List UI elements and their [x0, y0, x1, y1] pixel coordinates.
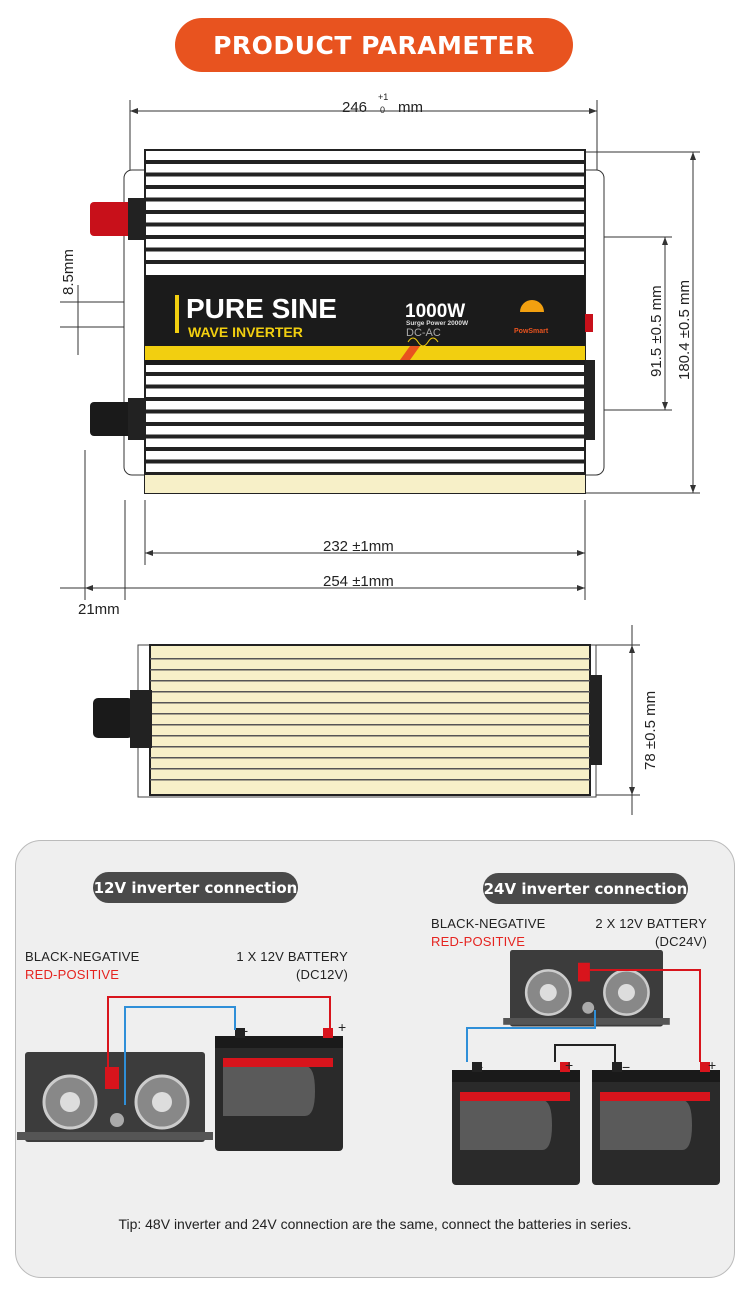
- pill-24v-connection: 24V inverter connection: [483, 873, 688, 904]
- svg-text:mm: mm: [398, 99, 423, 116]
- fin: [150, 669, 590, 671]
- page-title: PRODUCT PARAMETER: [175, 18, 573, 72]
- height-dimension: 78 ±0.5 mm: [642, 691, 659, 770]
- fin: [145, 172, 585, 177]
- fin: [145, 422, 585, 426]
- brand-logo: PowSmart: [514, 328, 549, 335]
- fin: [145, 397, 585, 401]
- fin: [150, 691, 590, 693]
- pill-12v-connection: 12V inverter connection: [93, 872, 298, 903]
- fin: [150, 768, 590, 770]
- fin: [145, 210, 585, 214]
- fin: [145, 185, 585, 189]
- label-power: 1000W: [405, 301, 465, 322]
- label-surge: Surge Power 2000W: [406, 320, 469, 327]
- right-battery-label: 2 X 12V BATTERY: [595, 916, 707, 931]
- top-view-drawing: PURE SINE WAVE INVERTER 1000W Surge Powe…: [60, 92, 700, 618]
- fin: [145, 459, 585, 464]
- side-view-drawing: 78 ±0.5 mm: [93, 625, 659, 815]
- mount-spacing-dimension: 91.5 ±0.5 mm: [648, 285, 665, 377]
- fin: [145, 409, 585, 414]
- fin: [145, 260, 585, 264]
- fin: [150, 713, 590, 715]
- svg-text:−: −: [240, 1023, 248, 1039]
- left-battery-dc: (DC12V): [296, 967, 348, 982]
- svg-text:−: −: [622, 1059, 630, 1075]
- fin: [145, 472, 585, 476]
- fin: [145, 384, 585, 389]
- label-wave-inverter: WAVE INVERTER: [188, 324, 303, 340]
- fin: [145, 222, 585, 227]
- right-positive-label: RED-POSITIVE: [431, 934, 526, 949]
- left-battery-label: 1 X 12V BATTERY: [236, 949, 348, 964]
- wiring-diagram: − + − + − +: [15, 948, 720, 1185]
- fin: [150, 724, 590, 726]
- fin: [145, 447, 585, 451]
- tip-text: Tip: 48V inverter and 24V connection are…: [118, 1216, 632, 1232]
- right-negative-label: BLACK-NEGATIVE: [431, 916, 546, 931]
- label-pure-sine: PURE SINE: [186, 293, 337, 324]
- right-battery-dc: (DC24V): [655, 934, 707, 949]
- fin: [150, 779, 590, 781]
- fin: [150, 746, 590, 748]
- total-length-dimension: 254 ±1mm: [323, 573, 394, 590]
- left-negative-label: BLACK-NEGATIVE: [25, 949, 140, 964]
- svg-text:−: −: [475, 1059, 483, 1075]
- terminal-gap-dimension: 8.5mm: [60, 249, 77, 295]
- fin: [150, 680, 590, 682]
- svg-text:+: +: [565, 1057, 573, 1073]
- cooling-fins: [145, 160, 585, 476]
- svg-text:+1: +1: [378, 92, 388, 102]
- svg-text:+: +: [708, 1057, 716, 1073]
- fin: [145, 197, 585, 202]
- fin: [145, 160, 585, 164]
- total-width-dimension: 180.4 ±0.5 mm: [676, 280, 693, 380]
- fin: [145, 434, 585, 439]
- svg-text:+: +: [338, 1019, 346, 1035]
- fin: [145, 372, 585, 376]
- fin: [150, 702, 590, 704]
- fin: [145, 235, 585, 239]
- svg-text:0: 0: [380, 105, 385, 115]
- fin: [145, 247, 585, 252]
- fin: [150, 658, 590, 660]
- fin: [150, 757, 590, 759]
- width-dimension: 246: [342, 99, 367, 116]
- label-dc-ac: DC-AC: [406, 327, 441, 339]
- fin: [150, 735, 590, 737]
- inner-length-dimension: 232 ±1mm: [323, 538, 394, 555]
- terminal-offset-dimension: 21mm: [78, 601, 120, 618]
- left-positive-label: RED-POSITIVE: [25, 967, 120, 982]
